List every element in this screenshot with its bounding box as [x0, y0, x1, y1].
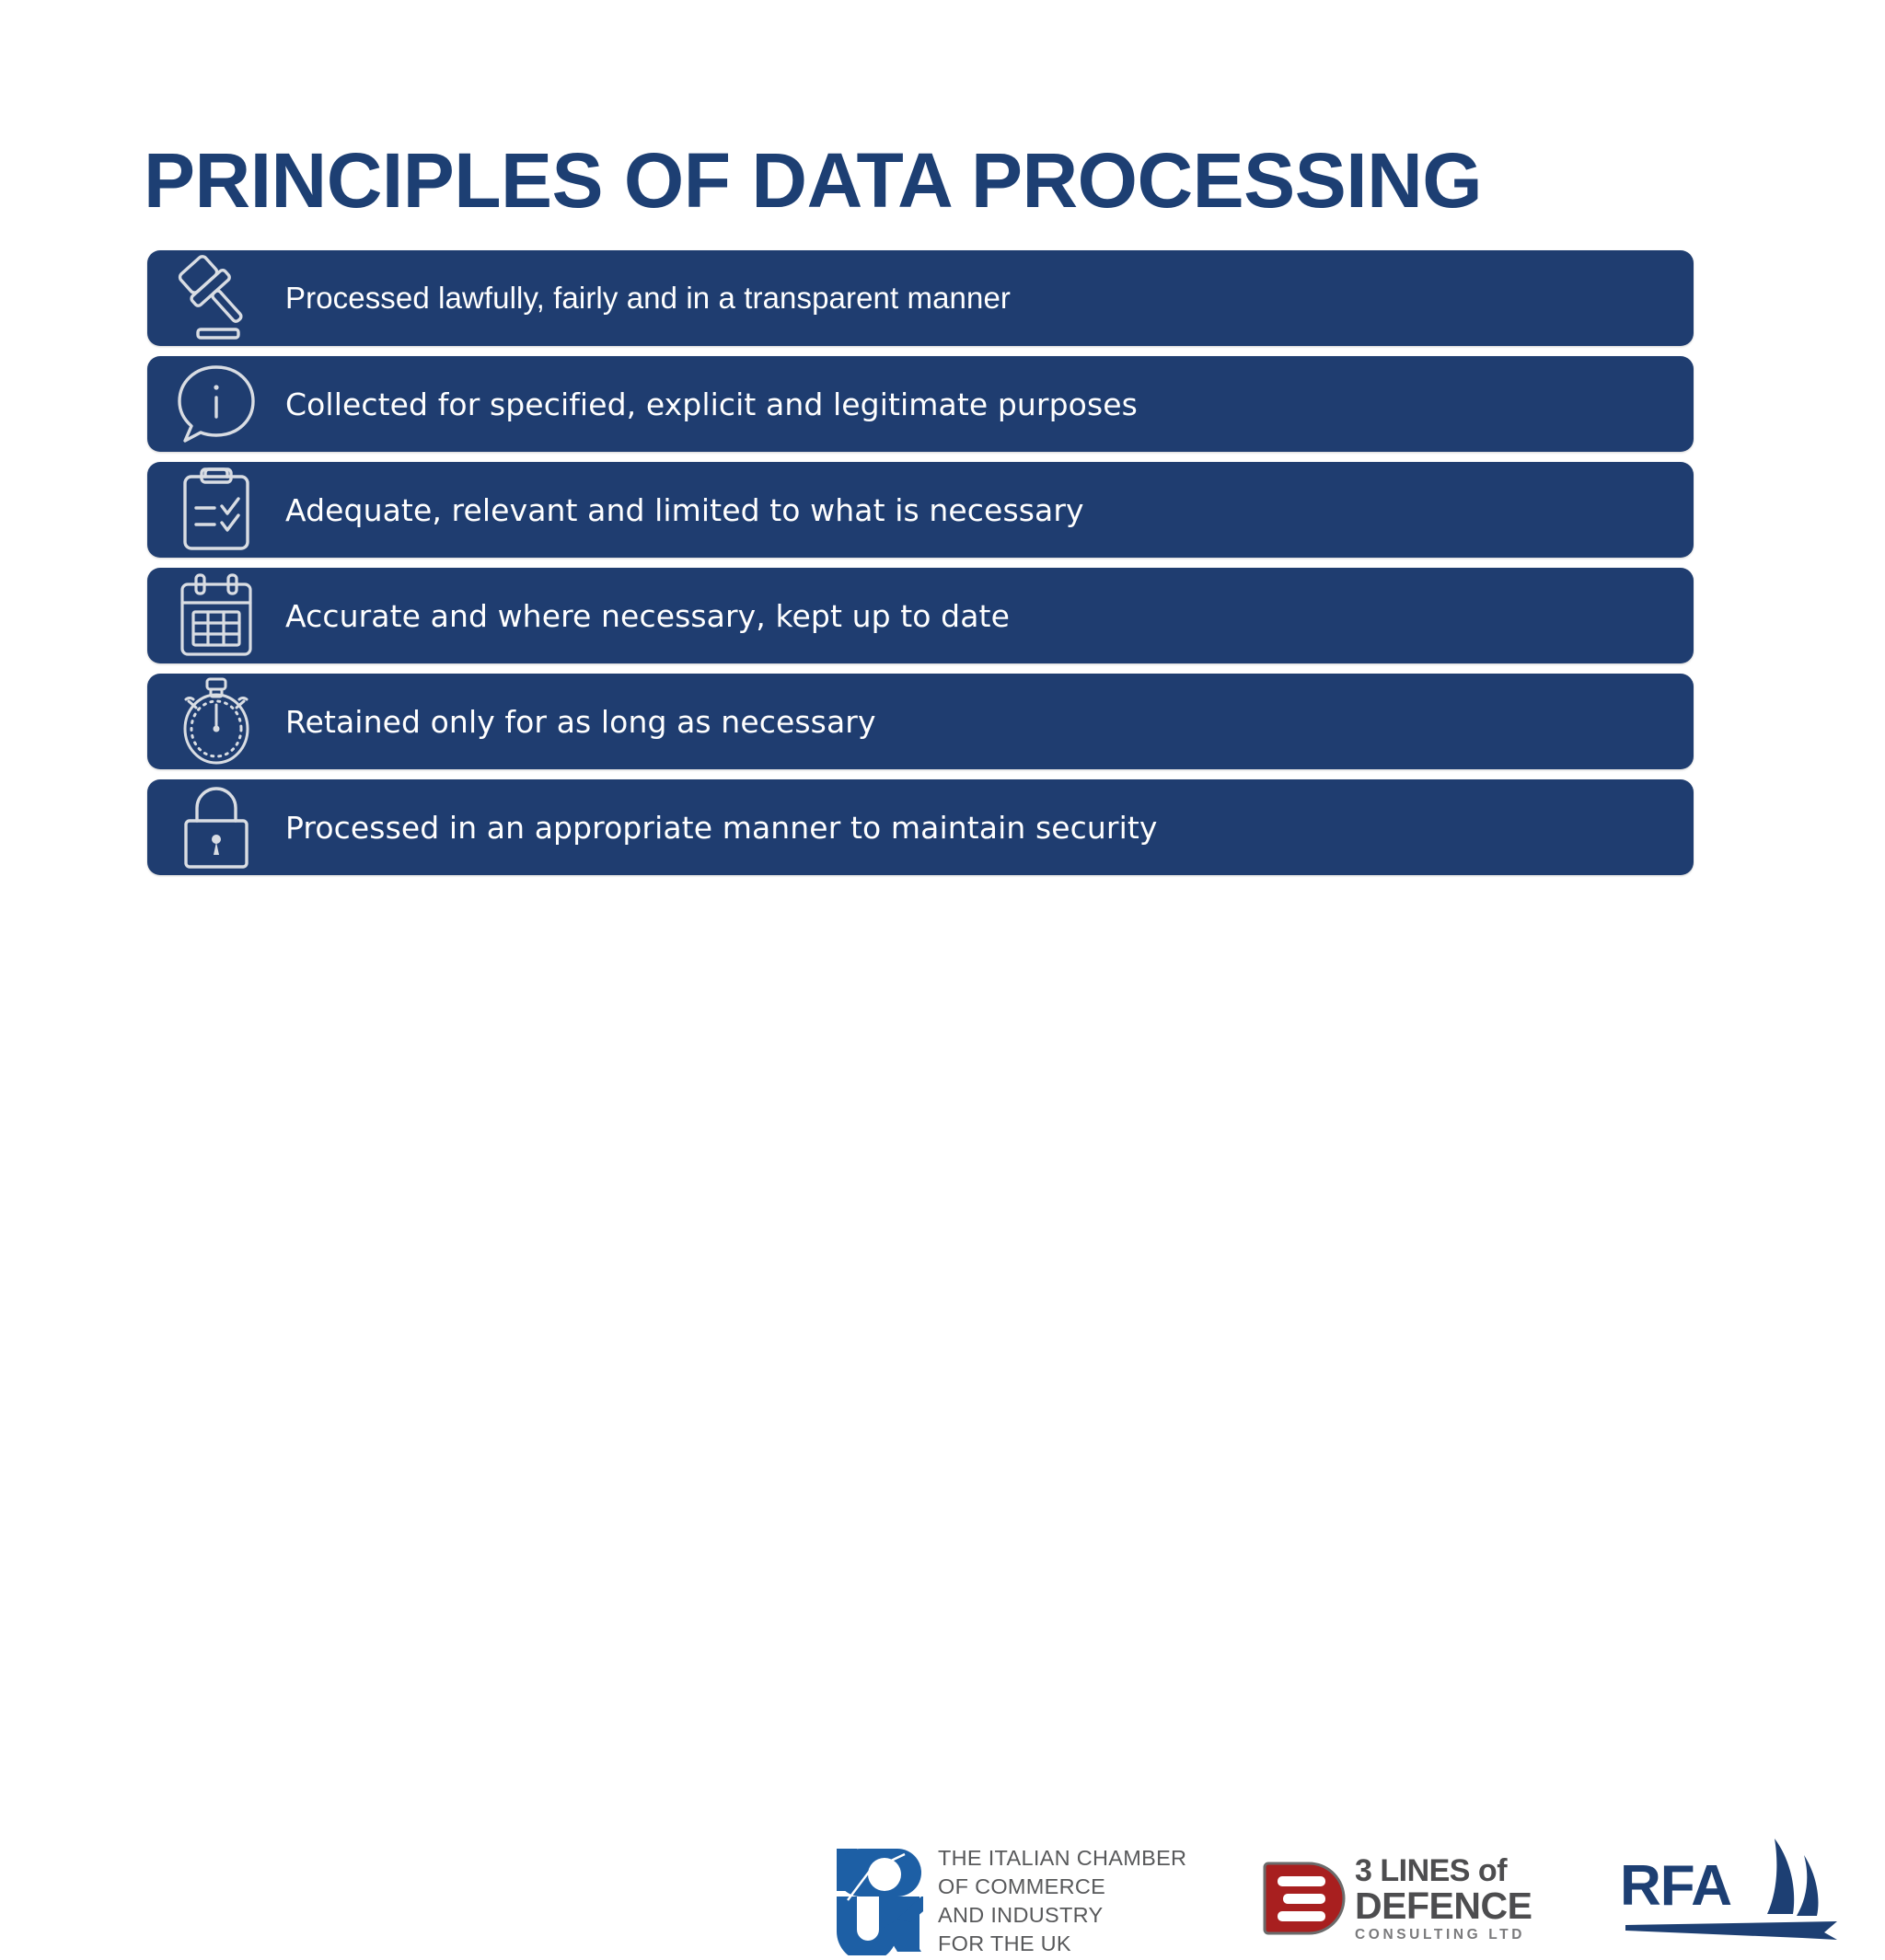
principle-row[interactable]: Processed lawfully, fairly and in a tran…	[147, 250, 1694, 346]
lod-wordmark: 3 LINES of DEFENCE CONSULTING LTD	[1355, 1855, 1532, 1943]
stopwatch-icon	[147, 674, 285, 769]
page-title: PRINCIPLES OF DATA PROCESSING	[144, 137, 1483, 225]
three-lines-e-icon	[1261, 1858, 1346, 1939]
principle-label: Processed lawfully, fairly and in a tran…	[285, 281, 1012, 315]
logo-strip: THE ITALIAN CHAMBER OF COMMERCE AND INDU…	[0, 917, 1885, 1960]
principle-row[interactable]: Collected for specified, explicit and le…	[147, 356, 1694, 452]
clipboard-check-icon	[147, 462, 285, 558]
icc-line-4: FOR THE UK	[938, 1931, 1071, 1956]
italian-chamber-logo: THE ITALIAN CHAMBER OF COMMERCE AND INDU…	[833, 1844, 1186, 1960]
calendar-icon	[147, 568, 285, 663]
principle-label: Collected for specified, explicit and le…	[285, 386, 1138, 422]
icc-line-3: AND INDUSTRY	[938, 1903, 1104, 1928]
principle-row[interactable]: Adequate, relevant and limited to what i…	[147, 462, 1694, 558]
icc-ukr-monogram-icon	[833, 1847, 934, 1960]
rfa-wordmark: RFA	[1620, 1854, 1732, 1918]
slide-canvas: PRINCIPLES OF DATA PROCESSING Processed …	[0, 137, 1885, 1960]
icc-line-1: THE ITALIAN CHAMBER	[938, 1846, 1187, 1870]
three-lines-of-defence-logo: 3 LINES of DEFENCE CONSULTING LTD	[1261, 1855, 1532, 1943]
lod-line-1: 3 LINES of	[1355, 1853, 1508, 1888]
gavel-icon	[147, 250, 285, 346]
principles-list: Processed lawfully, fairly and in a tran…	[147, 250, 1694, 885]
rfa-logo: RFA	[1620, 1837, 1850, 1945]
principle-label: Adequate, relevant and limited to what i…	[285, 491, 1084, 528]
principle-label: Processed in an appropriate manner to ma…	[285, 809, 1158, 846]
principle-row[interactable]: Retained only for as long as necessary	[147, 674, 1694, 769]
lod-line-2: DEFENCE	[1355, 1885, 1532, 1927]
principle-row[interactable]: Processed in an appropriate manner to ma…	[147, 779, 1694, 875]
lod-line-3: CONSULTING LTD	[1355, 1927, 1526, 1943]
principle-label: Accurate and where necessary, kept up to…	[285, 597, 1010, 634]
info-bubble-icon	[147, 356, 285, 452]
principle-row[interactable]: Accurate and where necessary, kept up to…	[147, 568, 1694, 663]
icc-line-2: OF COMMERCE	[938, 1874, 1106, 1899]
icc-wordmark: THE ITALIAN CHAMBER OF COMMERCE AND INDU…	[938, 1844, 1186, 1958]
padlock-icon	[147, 779, 285, 875]
principle-label: Retained only for as long as necessary	[285, 703, 876, 740]
